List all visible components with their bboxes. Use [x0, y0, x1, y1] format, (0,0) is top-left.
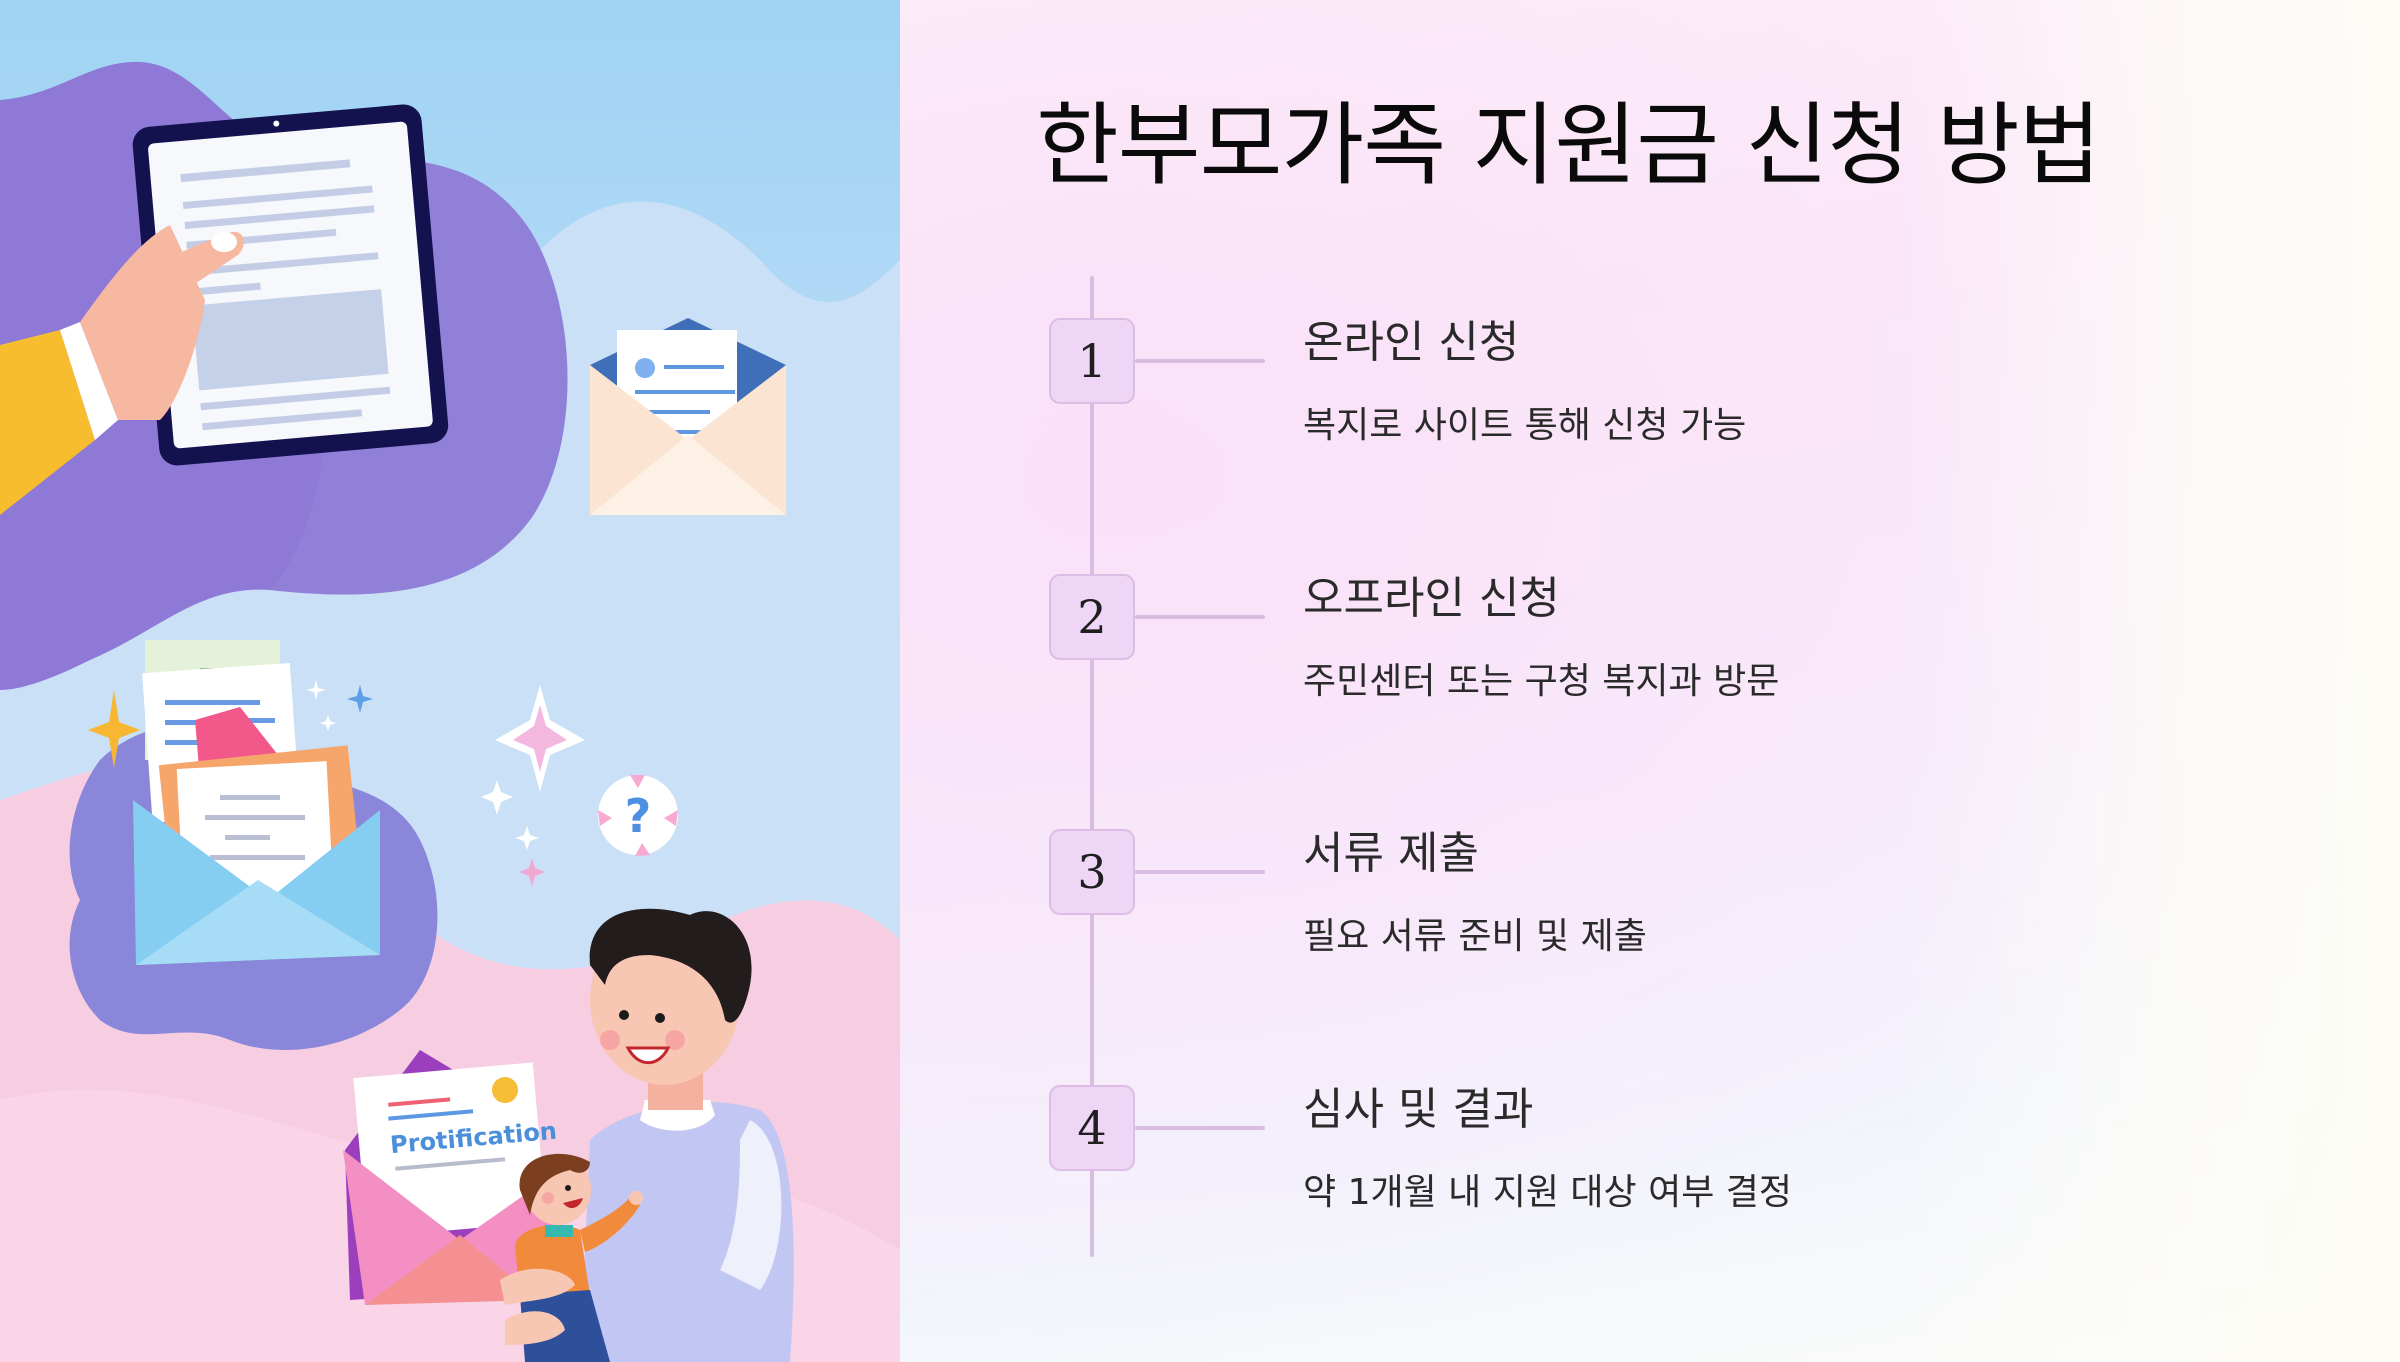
- svg-text:?: ?: [625, 789, 652, 843]
- page-title: 한부모가족 지원금 신청 방법: [1036, 93, 2101, 198]
- sparkle-icon: [306, 680, 326, 700]
- step-connector: [1135, 870, 1265, 874]
- illustration-art: ? Pr: [0, 61, 900, 1362]
- envelope-icon: [590, 318, 786, 515]
- step-description: 필요 서류 준비 및 제출: [1303, 916, 1647, 957]
- step-connector: [1135, 359, 1265, 363]
- step-offline-application: 2 오프라인 신청 주민센터 또는 구청 복지과 방문: [1049, 573, 2249, 702]
- step-number-badge: 2: [1049, 574, 1135, 660]
- timeline-line: [1090, 276, 1094, 1257]
- question-bubble-icon: ?: [598, 775, 678, 856]
- step-connector: [1135, 1126, 1265, 1130]
- content-panel: 한부모가족 지원금 신청 방법 1 온라인 신청 복지로 사이트 통해 신청 가…: [900, 0, 2400, 1362]
- hand-holding-tablet: [0, 225, 244, 515]
- sparkle-icon: [347, 685, 373, 713]
- illustration-panel: ? Pr: [0, 0, 900, 1362]
- step-heading: 서류 제출: [1303, 828, 1479, 879]
- sparkle-icon: [519, 858, 545, 887]
- notification-letter-icon: Protification: [343, 1050, 560, 1305]
- sparkle-icon: [515, 826, 539, 850]
- step-number-badge: 4: [1049, 1085, 1135, 1171]
- step-review-and-result: 4 심사 및 결과 약 1개월 내 지원 대상 여부 결정: [1049, 1084, 2249, 1213]
- child-figure: [500, 1153, 643, 1362]
- sparkle-icon: [495, 685, 585, 792]
- step-number-badge: 3: [1049, 829, 1135, 915]
- tablet-icon: [132, 104, 449, 466]
- step-description: 주민센터 또는 구청 복지과 방문: [1303, 661, 1780, 702]
- parent-with-child-figure: [580, 908, 794, 1362]
- step-heading: 오프라인 신청: [1303, 573, 1560, 624]
- step-description: 약 1개월 내 지원 대상 여부 결정: [1303, 1172, 1793, 1213]
- open-envelope-icon: [133, 640, 380, 965]
- step-connector: [1135, 615, 1265, 619]
- sparkle-icon: [320, 715, 336, 731]
- sparkle-icon: [481, 780, 513, 815]
- step-online-application: 1 온라인 신청 복지로 사이트 통해 신청 가능: [1049, 317, 2249, 446]
- step-description: 복지로 사이트 통해 신청 가능: [1303, 405, 1747, 446]
- sparkle-icon: [88, 690, 140, 768]
- step-heading: 심사 및 결과: [1303, 1084, 1534, 1135]
- step-heading: 온라인 신청: [1303, 317, 1520, 368]
- step-document-submission: 3 서류 제출 필요 서류 준비 및 제출: [1049, 828, 2249, 957]
- step-number-badge: 1: [1049, 318, 1135, 404]
